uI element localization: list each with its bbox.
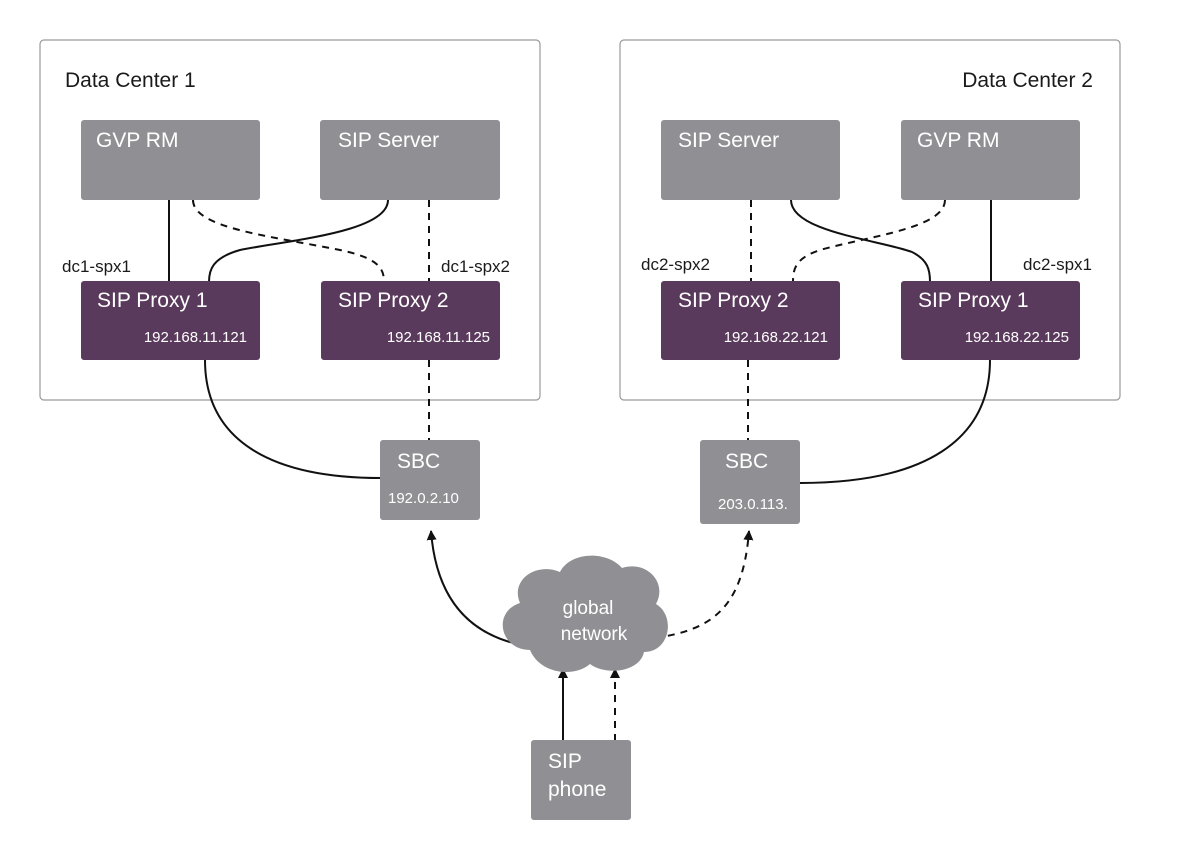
data-center-1-title: Data Center 1 bbox=[65, 69, 196, 92]
dc2-sip-proxy-2-ip: 192.168.22.121 bbox=[724, 329, 828, 346]
dc1-sip-proxy-1-label: SIP Proxy 1 bbox=[97, 289, 208, 312]
sip-phone-label-line2: phone bbox=[548, 778, 606, 801]
dc2-sip-server-label: SIP Server bbox=[678, 129, 779, 152]
dc1-sip-proxy-1-node: SIP Proxy 1 192.168.11.121 bbox=[81, 281, 260, 360]
dc2-sipserver-to-proxy1-line bbox=[790, 199, 931, 283]
dc1-sip-proxy-1-ip: 192.168.11.121 bbox=[144, 329, 247, 346]
dc1-spx2-label: dc1-spx2 bbox=[441, 257, 510, 276]
dc2-sip-proxy-1-node: SIP Proxy 1 192.168.22.125 bbox=[901, 281, 1080, 360]
data-center-2-title: Data Center 2 bbox=[962, 69, 1093, 92]
dc2-spx2-label: dc2-spx2 bbox=[641, 255, 710, 274]
dc2-sip-proxy-1-ip: 192.168.22.125 bbox=[965, 329, 1069, 346]
dc1-sip-server-label: SIP Server bbox=[338, 129, 439, 152]
sip-phone-label-line1: SIP bbox=[548, 750, 582, 773]
connections bbox=[168, 199, 992, 741]
dc1-sip-server-node: SIP Server bbox=[320, 120, 500, 200]
dc1-gvp-rm-label: GVP RM bbox=[96, 129, 178, 152]
dc1-sipserver-to-proxy1-line bbox=[208, 199, 389, 283]
dc1-sip-proxy-2-node: SIP Proxy 2 192.168.11.125 bbox=[321, 281, 500, 360]
sbc-1-node: SBC 192.0.2.10 bbox=[380, 440, 480, 520]
global-network-cloud: global network bbox=[502, 555, 668, 673]
dc2-sip-proxy-2-label: SIP Proxy 2 bbox=[678, 289, 789, 312]
cloud-label-line1: global bbox=[563, 598, 614, 619]
cloud-label-line2: network bbox=[561, 624, 628, 645]
sbc-1-label: SBC bbox=[397, 450, 440, 473]
dc2-proxy1-to-sbc2-line bbox=[799, 359, 991, 484]
dc2-spx1-label: dc2-spx1 bbox=[1023, 255, 1092, 274]
dc2-sip-proxy-1-label: SIP Proxy 1 bbox=[918, 289, 1029, 312]
cloud-to-sbc2-arrow bbox=[654, 530, 754, 639]
sbc-2-node: SBC 203.0.113. bbox=[700, 440, 800, 524]
dc1-gvp-rm-node: GVP RM bbox=[81, 120, 260, 200]
dc1-sip-proxy-2-label: SIP Proxy 2 bbox=[338, 289, 449, 312]
dc2-gvprm-to-proxy2-line bbox=[792, 199, 946, 283]
sbc-2-ip: 203.0.113. bbox=[718, 496, 788, 513]
sbc-1-ip: 192.0.2.10 bbox=[388, 490, 459, 507]
dc2-sip-server-node: SIP Server bbox=[661, 120, 840, 200]
dc2-gvp-rm-label: GVP RM bbox=[917, 129, 999, 152]
dc1-proxy1-to-sbc1-line bbox=[204, 359, 382, 479]
sbc-2-label: SBC bbox=[725, 450, 768, 473]
dc1-spx1-label: dc1-spx1 bbox=[62, 257, 131, 276]
dc2-gvp-rm-node: GVP RM bbox=[901, 120, 1080, 200]
sip-phone-node: SIP phone bbox=[531, 740, 631, 820]
dc2-sip-proxy-2-node: SIP Proxy 2 192.168.22.121 bbox=[661, 281, 840, 360]
dc1-sip-proxy-2-ip: 192.168.11.125 bbox=[387, 329, 490, 346]
